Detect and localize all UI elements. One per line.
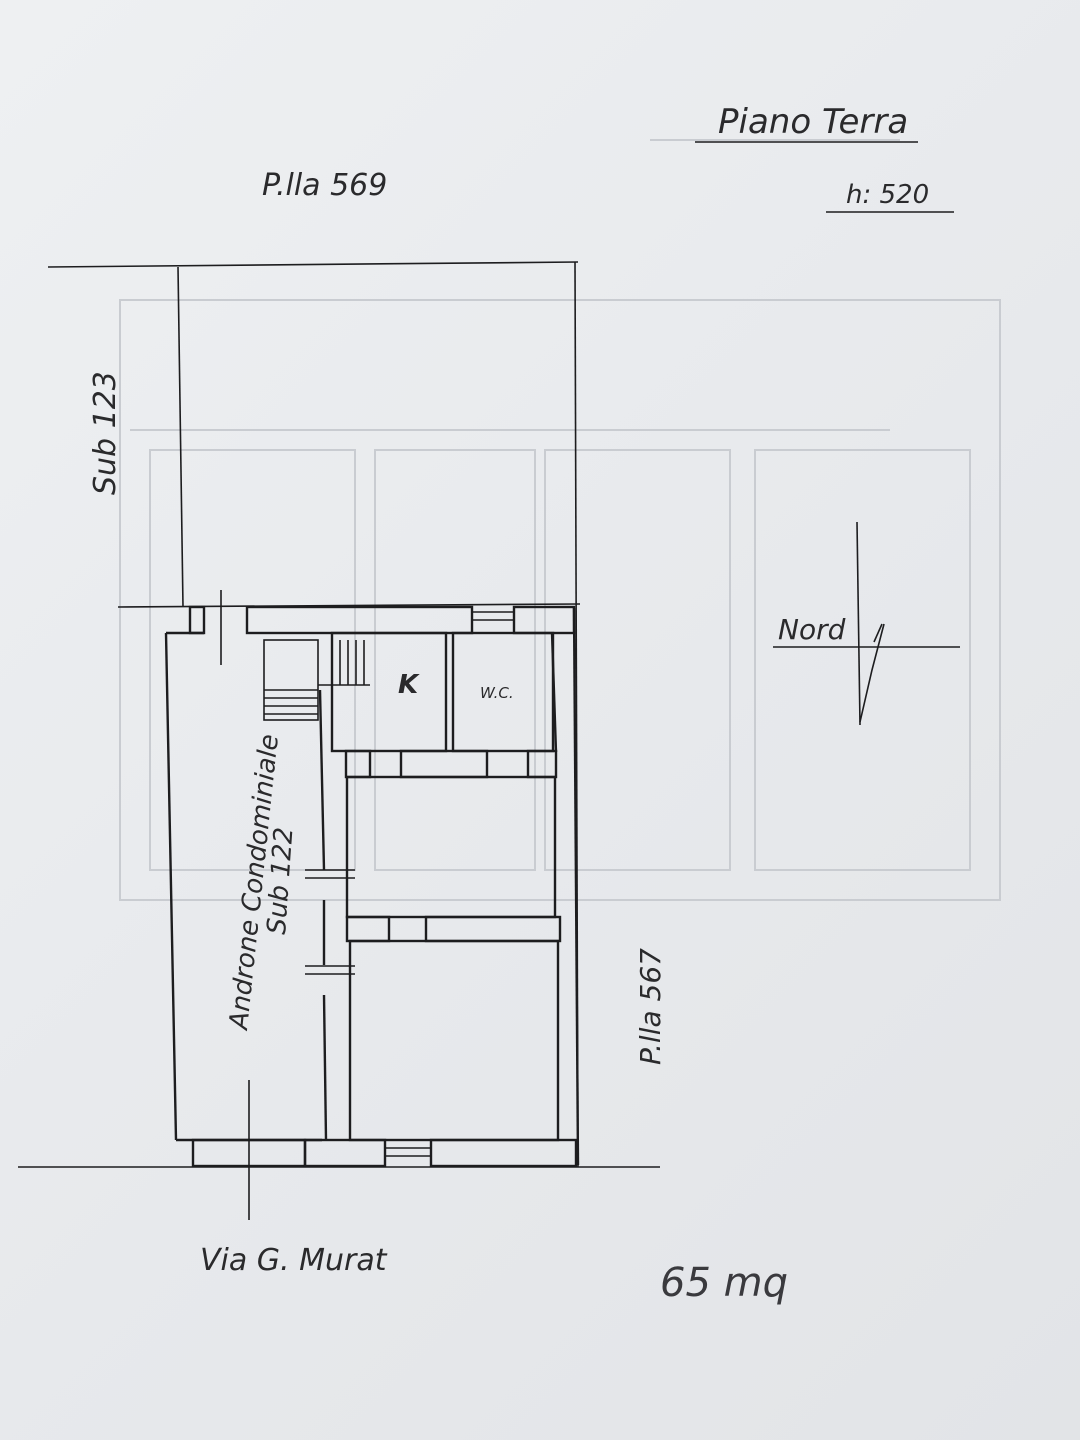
street-label: Via G. Murat [200,1243,388,1278]
neighbor-top-label: P.lla 569 [262,168,387,203]
neighbor-right-label: P.lla 567 [634,948,667,1065]
hallway-sub-label: Sub 122 [262,826,299,935]
height-label: h: 520 [846,180,929,210]
bathroom-label: W.C. [480,684,514,702]
area-label: 65 mq [660,1260,788,1306]
plan-title: Piano Terra [718,102,908,142]
north-arrow [773,521,960,726]
neighbor-left-label: Sub 123 [88,371,123,495]
staircase [263,639,370,721]
building-walls [164,590,580,1220]
kitchen-label: K [398,670,420,700]
north-label: Nord [778,613,846,646]
bleed-through-drawing [119,139,1001,901]
